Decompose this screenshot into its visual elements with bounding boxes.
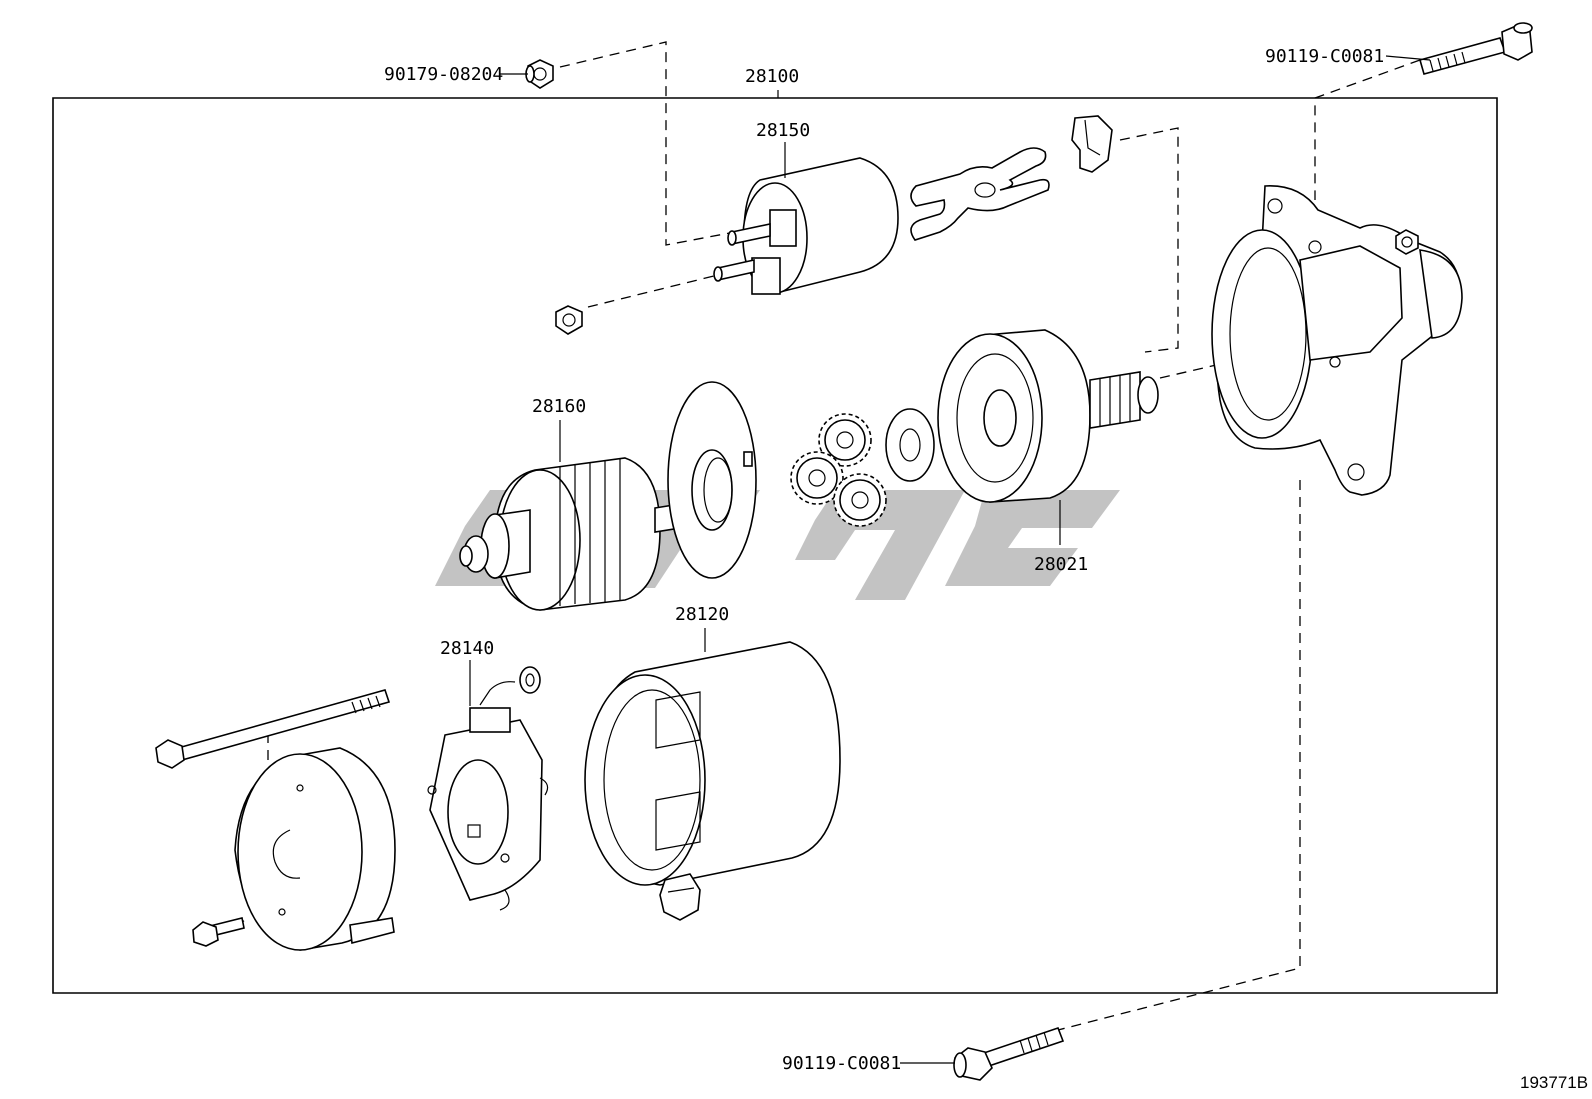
planetary-gears[interactable] — [790, 413, 887, 527]
terminal-nut[interactable] — [555, 305, 583, 335]
figure-id: 193771B — [1520, 1073, 1588, 1092]
label-28100: 28100 — [745, 66, 799, 87]
assembly-frame-left — [52, 97, 1300, 994]
label-28021: 28021 — [1034, 554, 1088, 575]
leader-lines — [469, 55, 1431, 1064]
commutator-end-frame[interactable] — [234, 747, 396, 951]
through-bolt-left[interactable] — [155, 689, 391, 769]
label-90179-08204: 90179-08204 — [384, 64, 503, 85]
drive-housing[interactable] — [1211, 185, 1463, 496]
label-28150: 28150 — [756, 120, 810, 141]
lever-retainer[interactable] — [1071, 115, 1113, 173]
screw-end-frame[interactable] — [192, 917, 245, 947]
yoke-28120[interactable] — [584, 641, 841, 886]
armature-plate[interactable] — [667, 381, 757, 579]
housing-nut[interactable] — [1395, 229, 1419, 255]
armature-28160[interactable] — [459, 457, 686, 611]
label-28140: 28140 — [440, 638, 494, 659]
through-bolt-top[interactable] — [1419, 22, 1533, 75]
nut-90179[interactable] — [525, 59, 554, 89]
label-90119-bottom: 90119-C0081 — [782, 1053, 901, 1074]
brush-holder-28140[interactable] — [427, 666, 549, 911]
thrust-washer[interactable] — [885, 408, 935, 482]
label-90119-top: 90119-C0081 — [1265, 46, 1384, 67]
starter-clutch-28021[interactable] — [937, 329, 1159, 503]
label-28120: 28120 — [675, 604, 729, 625]
assembly-frame — [1295, 97, 1498, 994]
solenoid-28150[interactable] — [713, 157, 899, 295]
through-bolt-bottom[interactable] — [953, 1026, 1065, 1081]
label-28160: 28160 — [532, 396, 586, 417]
shift-lever[interactable] — [910, 147, 1050, 241]
grommet[interactable] — [659, 873, 701, 921]
